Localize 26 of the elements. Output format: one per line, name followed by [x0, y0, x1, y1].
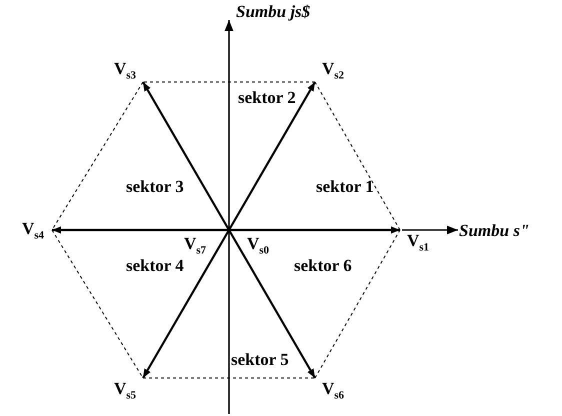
vector-arrow [229, 226, 400, 234]
vector-arrow [142, 229, 230, 379]
vector-arrow [142, 81, 230, 231]
dashed-line [52, 230, 144, 378]
sector-label: sektor 6 [294, 256, 352, 276]
vector-arrow [228, 81, 316, 231]
dashed-line [314, 82, 400, 230]
vector-arrow [228, 229, 316, 379]
axis-label: Sumbu js$ [236, 2, 310, 22]
vector-label: V$_{s7}$ [184, 234, 206, 258]
vector-label: V$_{s2}$ [322, 58, 344, 82]
vector-label: V$_{s1}$ [406, 230, 430, 254]
vector-label: V$_{s3}$ [114, 58, 136, 82]
vector-label: V$_{s0}$ [247, 234, 270, 258]
sector-label: sektor 5 [231, 350, 289, 370]
sector-label: sektor 2 [238, 88, 296, 108]
axis-label: Sumbu s" [459, 221, 530, 241]
dashed-line [52, 82, 144, 230]
sector-label: sektor 3 [126, 177, 184, 197]
vector-label: V$_{s6}$ [322, 378, 344, 402]
vector-label: V$_{s5}$ [114, 378, 136, 402]
sector-label: sektor 4 [126, 256, 184, 276]
dashed-line [314, 230, 400, 378]
vector-label: V$_{s4}$ [22, 218, 44, 242]
sector-label: sektor 1 [316, 177, 374, 197]
vector-arrow [52, 226, 229, 234]
